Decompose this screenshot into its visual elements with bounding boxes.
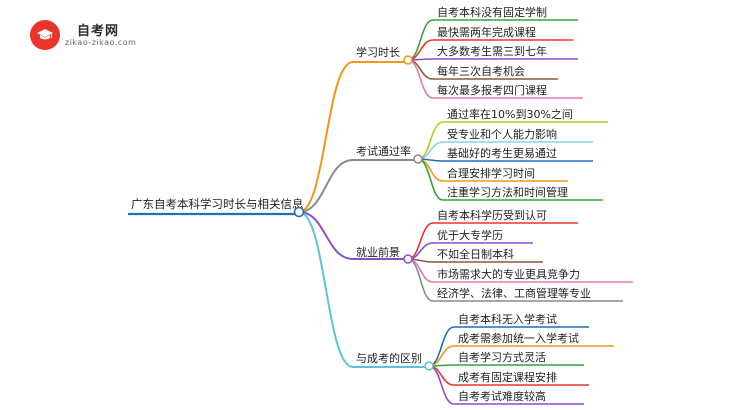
leaf-label[interactable]: 受专业和个人能力影响 (447, 127, 557, 141)
branch-collapse-toggle[interactable] (413, 154, 423, 164)
logo-title: 自考网 (77, 24, 120, 39)
branch-connector (298, 61, 354, 213)
leaf-label[interactable]: 市场需求大的专业更具竞争力 (437, 267, 580, 281)
leaf-label[interactable]: 自考本科没有固定学制 (437, 5, 547, 19)
leaf-label[interactable]: 注重学习方法和时间管理 (447, 185, 568, 199)
leaf-connector (407, 258, 434, 302)
branch-label[interactable]: 考试通过率 (356, 144, 411, 158)
leaf-label[interactable]: 大多数考生需三到七年 (437, 44, 547, 58)
leaf-label[interactable]: 优于大专学历 (437, 228, 503, 242)
leaf-label[interactable]: 基础好的考生更易通过 (447, 146, 557, 160)
branch-connector (298, 211, 354, 368)
leaf-label[interactable]: 每年三次自考机会 (437, 64, 525, 78)
branch-label[interactable]: 就业前景 (356, 245, 400, 259)
leaf-label[interactable]: 每次最多报考四门课程 (437, 83, 547, 97)
branch-connector (298, 211, 354, 260)
leaf-label[interactable]: 通过率在10%到30%之间 (447, 107, 573, 121)
leaf-label[interactable]: 最快需两年完成课程 (437, 25, 536, 39)
root-label[interactable]: 广东自考本科学习时长与相关信息 (131, 197, 304, 211)
graduation-cap-icon (30, 20, 60, 50)
branch-label[interactable]: 与成考的区别 (356, 351, 422, 365)
branch-connector (298, 159, 354, 213)
leaf-label[interactable]: 自考本科学历受到认可 (437, 208, 547, 222)
leaf-connector (407, 222, 434, 260)
leaf-label[interactable]: 自考考试难度较高 (458, 389, 546, 403)
branch-collapse-toggle[interactable] (403, 55, 413, 65)
leaf-label[interactable]: 成考有固定课程安排 (458, 370, 557, 384)
leaf-connector (417, 121, 444, 160)
root-collapse-toggle[interactable] (293, 206, 305, 218)
leaf-label[interactable]: 合理安排学习时间 (447, 166, 535, 180)
leaf-connector (407, 39, 434, 61)
logo-subtitle: zikao-zikao.com (65, 38, 137, 47)
leaf-label[interactable]: 自考学习方式灵活 (458, 350, 546, 364)
branch-collapse-toggle[interactable] (403, 254, 413, 264)
leaf-label[interactable]: 成考需参加统一入学考试 (458, 331, 579, 345)
leaf-label[interactable]: 不如全日制本科 (437, 247, 514, 261)
leaf-label[interactable]: 自考本科无入学考试 (458, 312, 557, 326)
branch-label[interactable]: 学习时长 (356, 45, 400, 59)
leaf-label[interactable]: 经济学、法律、工商管理等专业 (437, 286, 591, 300)
site-logo: 自考网 zikao-zikao.com (30, 18, 180, 52)
branch-collapse-toggle[interactable] (424, 361, 434, 371)
